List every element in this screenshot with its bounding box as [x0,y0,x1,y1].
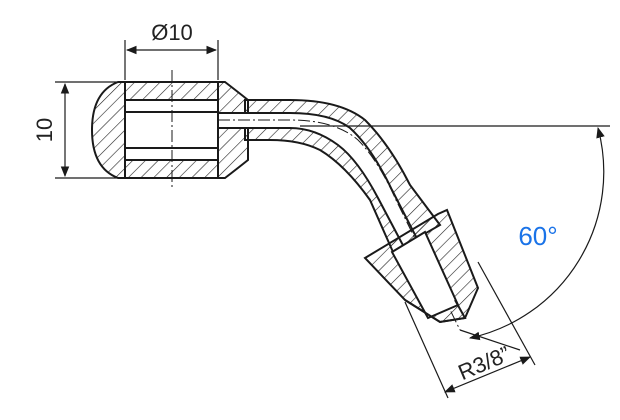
angle-dimension: 60° [300,125,610,351]
angle-label: 60° [518,221,557,251]
tube-centerline [218,119,461,331]
height-dimension: 10 [32,81,118,179]
thread-label: R3/8” [454,341,513,385]
fitting-nose [404,299,467,324]
diameter-dimension: Ø10 [124,20,219,80]
banjo-eye [90,70,249,190]
height-label: 10 [32,118,57,142]
diameter-label: Ø10 [151,20,193,45]
thread-fitting [363,208,480,324]
